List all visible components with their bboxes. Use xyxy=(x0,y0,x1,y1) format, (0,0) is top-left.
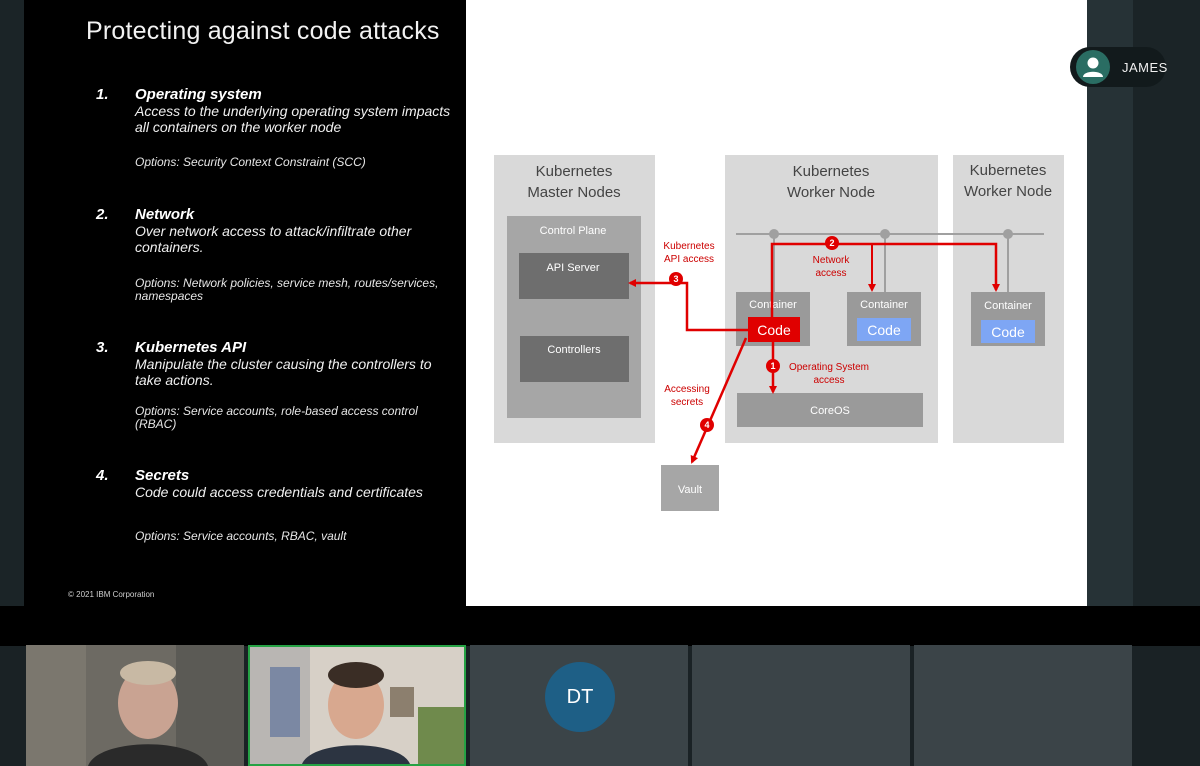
coreos-box xyxy=(737,393,923,427)
avatar xyxy=(1076,50,1110,84)
code-box xyxy=(981,320,1035,343)
slide-diagram-panel: Kubernetes Master Nodes Control Plane AP… xyxy=(466,0,1087,606)
item-number: 1. xyxy=(96,86,109,103)
step-badge-3-number: 3 xyxy=(673,274,678,284)
item-heading: Secrets xyxy=(135,467,190,484)
secrets-access-path xyxy=(690,337,748,464)
network-access-label-line1: Network xyxy=(813,255,851,266)
item-number: 3. xyxy=(96,339,109,356)
control-plane-box xyxy=(507,216,641,418)
code-box xyxy=(857,318,911,341)
step-badge-1 xyxy=(766,359,780,373)
slide-title: Protecting against code attacks xyxy=(86,17,440,45)
control-plane-label: Control Plane xyxy=(540,225,607,237)
vault-label: Vault xyxy=(678,484,702,496)
kubernetes-attack-diagram: Kubernetes Master Nodes Control Plane AP… xyxy=(494,155,1064,511)
stage-right-margin xyxy=(1133,0,1200,606)
master-title-line2: Master Nodes xyxy=(527,184,620,201)
item-options: Options: Service accounts, RBAC, vault xyxy=(135,529,347,543)
container-label: Container xyxy=(984,300,1032,312)
slide-copyright: © 2021 IBM Corporation xyxy=(68,590,155,599)
item-description: Code could access credentials and certif… xyxy=(135,484,423,500)
item-options: Options: Service accounts, role-based ac… xyxy=(135,404,418,431)
stage-divider xyxy=(0,606,1200,646)
step-badge-4 xyxy=(700,418,714,432)
item-description: Over network access to attack/infiltrate… xyxy=(135,223,412,255)
step-badge-1-number: 1 xyxy=(770,361,775,371)
coreos-label: CoreOS xyxy=(810,405,850,417)
item-heading: Kubernetes API xyxy=(135,339,247,356)
compromised-code-label: Code xyxy=(757,322,791,338)
bus-node xyxy=(1003,229,1013,239)
speaker-chip[interactable]: JAMES xyxy=(1070,47,1168,87)
item-heading: Network xyxy=(135,206,195,223)
participant-tile-dt[interactable]: DT xyxy=(470,645,688,766)
participant-tile-video-2-active[interactable] xyxy=(248,645,466,766)
secrets-label-line1: Accessing xyxy=(664,384,710,395)
item-description: Manipulate the cluster causing the contr… xyxy=(135,356,432,388)
api-server-box xyxy=(519,253,629,299)
step-badge-4-number: 4 xyxy=(704,420,709,430)
os-access-label-line1: Operating System xyxy=(789,362,869,373)
os-access-label-line2: access xyxy=(813,375,844,386)
worker-title-line2: Worker Node xyxy=(787,184,875,201)
bus-node xyxy=(769,229,779,239)
vault-box xyxy=(661,465,719,511)
worker2-title-line1: Kubernetes xyxy=(970,162,1047,179)
api-access-label-line2: API access xyxy=(664,254,714,265)
api-server-label: API Server xyxy=(546,262,600,274)
item-description: Access to the underlying operating syste… xyxy=(135,103,451,135)
stage-left-margin xyxy=(0,0,24,606)
network-access-path xyxy=(770,242,1000,318)
step-badge-3 xyxy=(669,272,683,286)
item-number: 4. xyxy=(96,467,109,484)
item-options: Options: Security Context Constraint (SC… xyxy=(135,155,366,169)
controllers-box xyxy=(520,336,629,382)
step-badge-2 xyxy=(825,236,839,250)
worker2-title-line2: Worker Node xyxy=(964,183,1052,200)
person-icon xyxy=(1083,57,1103,77)
network-access-label-line2: access xyxy=(815,268,846,279)
item-number: 2. xyxy=(96,206,109,223)
slide-text-panel: Protecting against code attacks 1. Opera… xyxy=(24,0,466,606)
speaker-name: JAMES xyxy=(1122,60,1168,75)
participant-tile-video-1[interactable] xyxy=(26,645,244,766)
worker-title-line1: Kubernetes xyxy=(793,163,870,180)
compromised-code-box xyxy=(748,317,800,342)
participant-tile-empty[interactable] xyxy=(692,645,910,766)
api-access-label-line1: Kubernetes xyxy=(663,241,714,252)
step-badge-2-number: 2 xyxy=(829,238,834,248)
controllers-label: Controllers xyxy=(547,344,601,356)
master-title-line1: Kubernetes xyxy=(536,163,613,180)
code-label: Code xyxy=(991,324,1025,340)
bus-node xyxy=(880,229,890,239)
avatar-initials: DT xyxy=(545,662,615,732)
api-access-path xyxy=(628,279,751,332)
item-options: Options: Network policies, service mesh,… xyxy=(135,276,439,303)
container-label: Container xyxy=(860,299,908,311)
video-feed xyxy=(250,647,464,764)
code-label: Code xyxy=(867,322,901,338)
secrets-label-line2: secrets xyxy=(671,397,703,408)
item-heading: Operating system xyxy=(135,86,262,103)
participant-tile-empty[interactable] xyxy=(914,645,1132,766)
video-feed xyxy=(26,645,244,766)
